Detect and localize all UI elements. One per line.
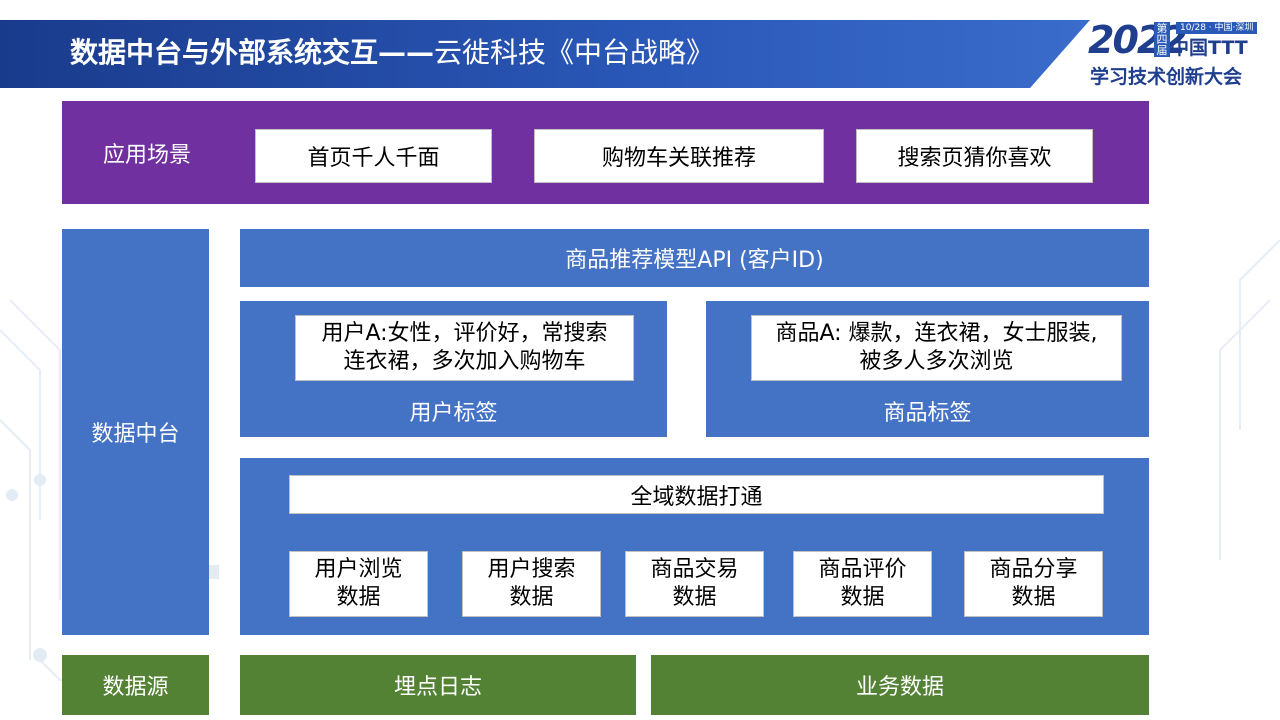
product-tags-example-line1: 商品A: 爆款，连衣裙，女士服装,: [775, 321, 1098, 346]
scenario-search-recommendation: 搜索页猜你喜欢: [856, 129, 1093, 183]
source-user-browsing: 用户浏览 数据: [289, 551, 428, 617]
recommendation-api: 商品推荐模型API (客户ID): [240, 229, 1149, 287]
title-bar: [0, 20, 1090, 88]
title-bold-part: 数据中台与外部系统交互——: [70, 36, 435, 69]
logo-edition: 第四届: [1154, 22, 1170, 57]
scenario-homepage-personalization: 首页千人千面: [255, 129, 492, 183]
data-source-label: 数据源: [62, 655, 209, 715]
source-product-review: 商品评价 数据: [793, 551, 932, 617]
logo-year: 2022: [1088, 18, 1188, 62]
source-product-transaction-line2: 数据: [672, 585, 717, 610]
data-source-tracking-logs: 埋点日志: [240, 655, 636, 715]
integration-title: 全域数据打通: [289, 475, 1104, 514]
title-source-part: 云徙科技《中台战略》: [434, 36, 715, 69]
source-product-transaction-line1: 商品交易: [650, 557, 739, 582]
source-user-search: 用户搜索 数据: [462, 551, 601, 617]
source-product-share-line2: 数据: [1011, 585, 1056, 610]
user-tags-example-line1: 用户A:女性，评价好，常搜索: [321, 321, 608, 346]
source-product-share-line1: 商品分享: [989, 557, 1078, 582]
source-user-search-line1: 用户搜索: [487, 557, 576, 582]
logo-subtitle: 学习技术创新大会: [1090, 66, 1243, 88]
data-platform-label: 数据中台: [62, 229, 209, 635]
logo-brand: 中国TTT: [1170, 37, 1248, 59]
application-layer-label: 应用场景: [102, 142, 191, 168]
source-product-share: 商品分享 数据: [964, 551, 1103, 617]
page-title: 数据中台与外部系统交互——云徙科技《中台战略》: [70, 20, 714, 88]
product-tags-label: 商品标签: [883, 401, 972, 426]
data-source-business-data: 业务数据: [651, 655, 1149, 715]
conference-logo: 2022 第四届 10/28 · 中国·深圳 中国TTT 学习技术创新大会: [1088, 18, 1260, 94]
source-user-browsing-line1: 用户浏览: [314, 557, 403, 582]
source-user-search-line2: 数据: [509, 585, 554, 610]
source-product-review-line1: 商品评价: [818, 557, 907, 582]
source-product-transaction: 商品交易 数据: [625, 551, 764, 617]
product-tags-example-line2: 被多人多次浏览: [859, 349, 1014, 374]
user-tags-label: 用户标签: [409, 401, 498, 426]
user-tags-example-line2: 连衣裙，多次加入购物车: [343, 349, 586, 374]
scenario-cart-recommendation: 购物车关联推荐: [534, 129, 824, 183]
source-product-review-line2: 数据: [840, 585, 885, 610]
source-user-browsing-line2: 数据: [336, 585, 381, 610]
product-tags-example: 商品A: 爆款，连衣裙，女士服装, 被多人多次浏览: [751, 315, 1122, 381]
logo-date-location: 10/28 · 中国·深圳: [1176, 22, 1258, 34]
user-tags-example: 用户A:女性，评价好，常搜索 连衣裙，多次加入购物车: [295, 315, 634, 381]
